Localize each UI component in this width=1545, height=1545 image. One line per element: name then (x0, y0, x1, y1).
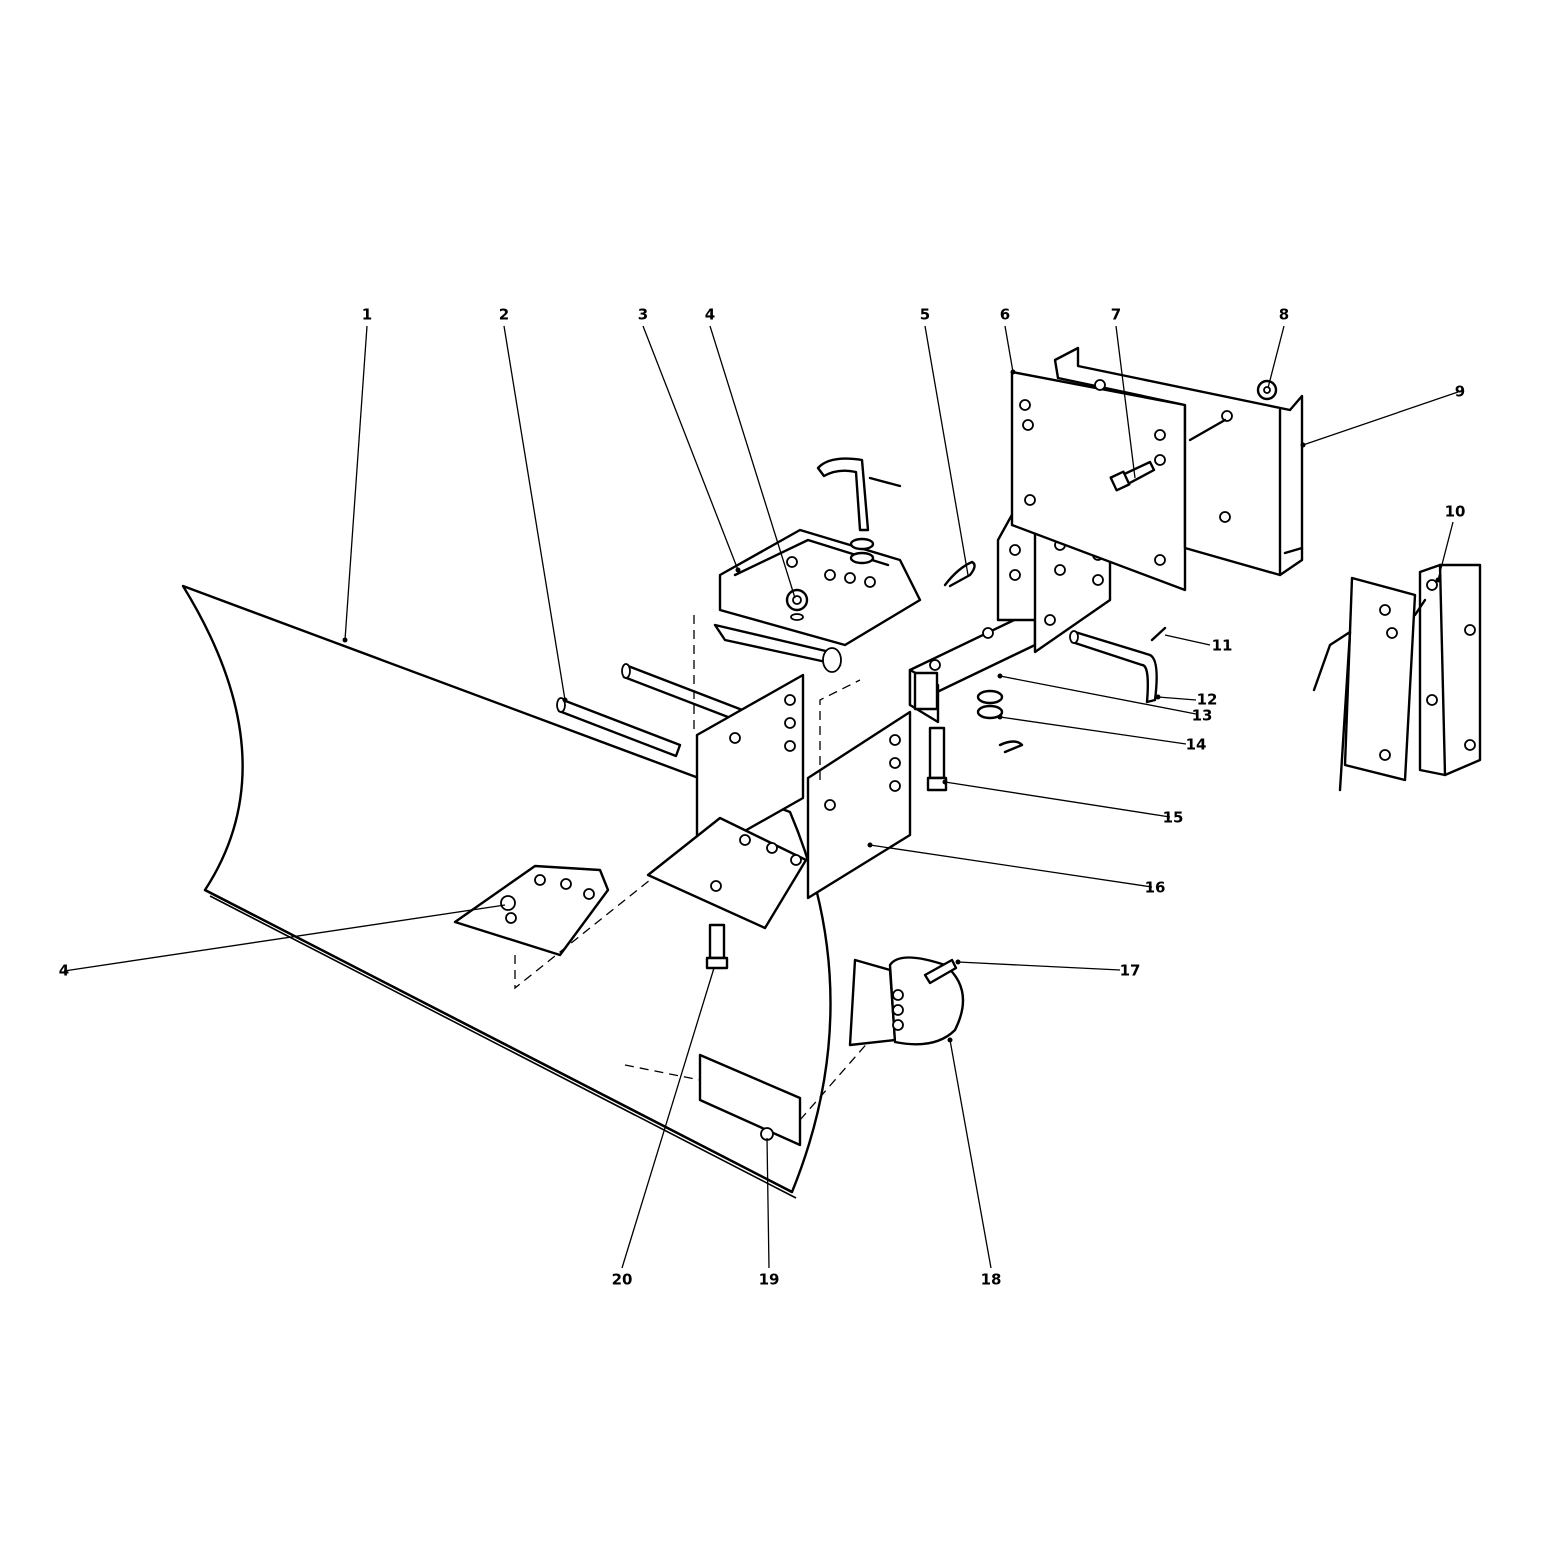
leader-lines (63, 325, 1459, 1269)
mount-plate (1010, 370, 1187, 592)
side-plate (1312, 576, 1427, 792)
blade-mount-bracket (646, 615, 912, 930)
callout-14: 14 (1186, 736, 1207, 754)
callout-11: 11 (1212, 637, 1233, 655)
callout-4: 4 (705, 306, 715, 324)
angle-bracket (1418, 563, 1482, 777)
leader-dots (342, 369, 1441, 1043)
callout-1: 1 (362, 306, 372, 324)
frame-bracket (1053, 346, 1304, 577)
callout-13: 13 (1192, 707, 1213, 725)
skid-shoe (848, 956, 965, 1047)
callout-5: 5 (920, 306, 930, 324)
callout-labels: 1 2 3 4 5 6 7 8 9 10 11 12 13 14 15 16 1… (59, 306, 1466, 1289)
bolt-lower (705, 923, 729, 970)
callout-17: 17 (1120, 962, 1141, 980)
blade-lower-bracket (624, 999, 906, 1147)
pivot-channel (713, 528, 922, 673)
locking-handle-pin (816, 457, 902, 565)
callout-12: 12 (1197, 691, 1218, 709)
callout-19: 19 (759, 1271, 780, 1289)
callout-18: 18 (981, 1271, 1002, 1289)
callout-2: 2 (499, 306, 509, 324)
callout-6: 6 (1000, 306, 1010, 324)
bolt-small (1109, 460, 1156, 492)
nut (785, 588, 809, 621)
hitch-pin-clip (943, 560, 976, 588)
callout-16: 16 (1145, 879, 1166, 897)
callout-7: 7 (1111, 306, 1121, 324)
frame-nut (1256, 379, 1278, 401)
callout-9: 9 (1455, 383, 1465, 401)
blade-inner-plate (453, 864, 651, 990)
callout-4-lower: 4 (59, 962, 69, 980)
callout-20: 20 (612, 1271, 633, 1289)
callout-8: 8 (1279, 306, 1289, 324)
callout-10: 10 (1445, 503, 1466, 521)
lock-pin-handle (1069, 626, 1167, 704)
callout-3: 3 (638, 306, 648, 324)
washers (976, 689, 1024, 754)
carriage-bolt (926, 726, 948, 792)
callout-15: 15 (1163, 809, 1184, 827)
